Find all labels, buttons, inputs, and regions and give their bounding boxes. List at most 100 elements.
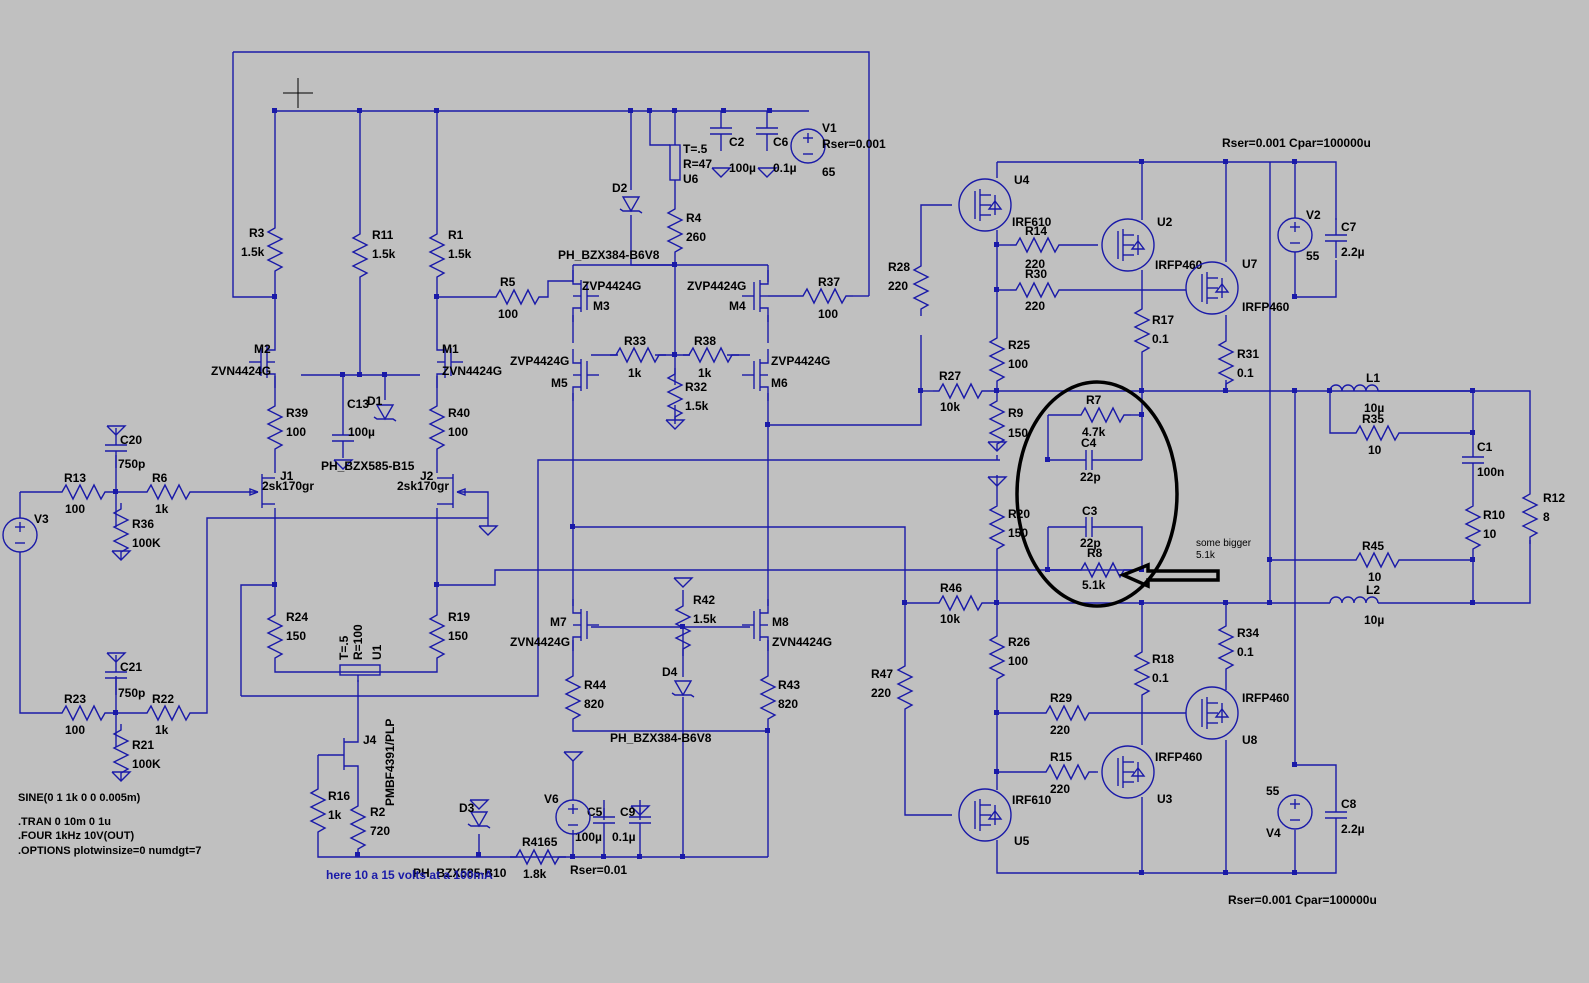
R31-value: 0.1 (1237, 366, 1254, 380)
element-U6[interactable]: T=.5 R=47 U6 (669, 142, 712, 186)
voltage-source-V6[interactable]: V6 Rser=0.01 (544, 751, 627, 877)
U3-model: IRFP460 (1155, 750, 1203, 764)
M3-name: M3 (593, 299, 610, 313)
power-mosfet-U7[interactable]: U7 IRFP460 (1185, 257, 1290, 315)
power-mosfet-U4[interactable]: U4 IRF610 (958, 173, 1052, 232)
jfet-J4[interactable]: J4 PMBF4391/PLP (343, 719, 397, 806)
element-U1[interactable]: T=.5 R=100 U1 (337, 624, 384, 682)
C2-value: 100µ (729, 161, 756, 175)
zener-D2[interactable]: D2 PH_BZX384-B6V8 (558, 181, 660, 262)
U1-name: U1 (370, 644, 384, 660)
capacitor-C9[interactable]: C90.1µ (612, 799, 652, 844)
voltage-source-V1[interactable]: V1 Rser=0.001 65 (790, 121, 886, 179)
power-mosfet-U2[interactable]: U2 IRFP460 (1101, 215, 1203, 272)
zener-D1[interactable]: D1 PH_BZX585-B15 (321, 394, 415, 473)
voltage-source-V2[interactable]: V2 55 (1277, 208, 1321, 263)
power-mosfet-U5[interactable]: U5 IRF610 (958, 788, 1052, 848)
V3-name: V3 (34, 512, 49, 526)
J2-name: J2 (420, 469, 434, 483)
capacitor-C7[interactable]: C72.2µ (1324, 217, 1365, 259)
R37-value: 100 (818, 307, 838, 321)
resistor-R7[interactable]: R74.7k (1074, 393, 1132, 439)
zener-D4[interactable]: D4 PH_BZX384-B6V8 (610, 665, 712, 745)
resistor-R3[interactable]: R31.5k (241, 221, 283, 279)
resistor-R1[interactable]: R11.5k (429, 227, 472, 285)
zener-D3[interactable]: D3 PH_BZX585-B10 (413, 799, 507, 880)
L1-value: 10µ (1364, 401, 1384, 415)
capacitor-C6[interactable]: C60.1µ (755, 110, 797, 178)
voltage-source-V4[interactable]: V4 55 (1266, 784, 1313, 840)
voltage-source-V3[interactable]: V3 (2, 512, 49, 553)
R45-value: 10 (1368, 570, 1382, 584)
resistor-R8[interactable]: R85.1k (1074, 546, 1132, 592)
capacitor-C8[interactable]: C82.2µ (1324, 794, 1365, 836)
power-mosfet-U8[interactable]: U8 IRFP460 (1185, 686, 1290, 747)
power-mosfet-U3[interactable]: U3 IRFP460 (1101, 745, 1203, 806)
